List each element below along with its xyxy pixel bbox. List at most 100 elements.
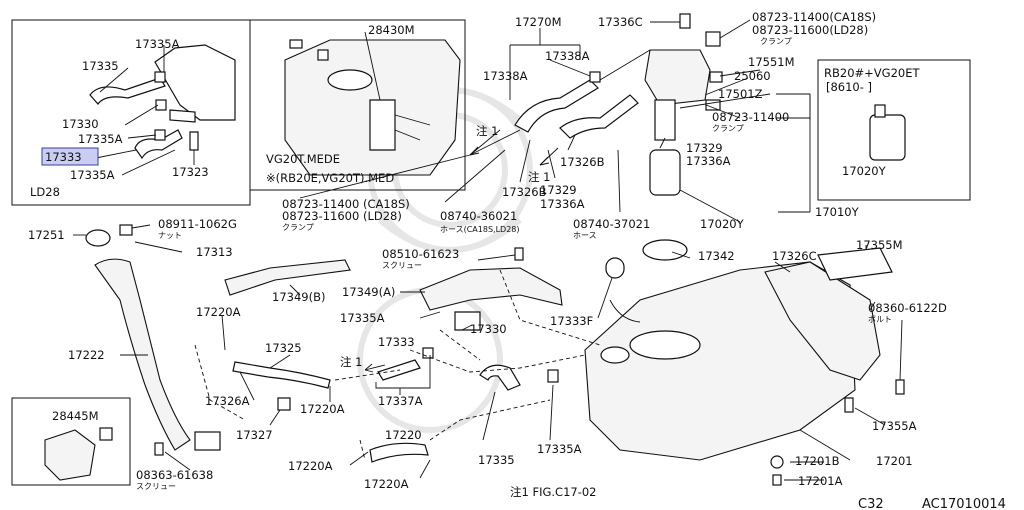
label-vg20t-mede: VG20T.MEDE [266,152,340,166]
label-17333-highlight[interactable]: 17333 [45,150,82,164]
label-25060[interactable]: 25060 [734,69,771,83]
fasteners [154,247,905,486]
label-17355A[interactable]: 17355A [872,419,917,433]
inset-rb20-box [817,59,971,201]
label-17335-2[interactable]: 17335 [478,453,515,467]
label-17337A[interactable]: 17337A [378,394,423,408]
label-08363-61638[interactable]: 08363-61638 [136,468,213,482]
inset-28445M-box [11,397,131,486]
highlighted-part-17333[interactable] [41,147,99,166]
label-bolt-jp: ボルト [868,315,892,324]
label-17336C[interactable]: 17336C [598,15,643,29]
label-17330-1[interactable]: 17330 [62,117,99,131]
label-rb20-range: [8610- ] [826,80,872,94]
label-08360-6122D[interactable]: 08360-6122D [868,301,947,315]
direction-arrows [364,129,559,373]
label-nut-jp: ナット [158,231,182,240]
label-17201[interactable]: 17201 [876,454,913,468]
label-17342[interactable]: 17342 [698,249,735,263]
label-17201A[interactable]: 17201A [798,474,843,488]
label-17326C[interactable]: 17326C [772,249,817,263]
label-17010Y[interactable]: 17010Y [815,205,860,219]
label-17220[interactable]: 17220 [385,428,422,442]
label-17355M[interactable]: 17355M [856,238,903,252]
label-17338A-2[interactable]: 17338A [483,69,528,83]
leader-lines [73,19,903,481]
label-17220A-2[interactable]: 17220A [300,402,345,416]
label-08723-11400-ca18s-b[interactable]: 08723-11400 (CA18S) [282,197,410,211]
ld28-hoses [89,44,236,160]
label-17330-2[interactable]: 17330 [470,322,507,336]
dashed-connections [194,269,601,461]
label-rb20e-note: ※(RB20E,VG20T).MED [266,171,394,185]
label-17020Y-2[interactable]: 17020Y [700,217,745,231]
label-17338A-1[interactable]: 17338A [545,49,590,63]
label-17270M[interactable]: 17270M [515,15,562,29]
label-17333F[interactable]: 17333F [550,314,593,328]
label-17329-1[interactable]: 17329 [686,141,723,155]
label-17329-2[interactable]: 17329 [540,183,577,197]
center-hoses [514,71,639,139]
fuel-pump-assembly [644,13,723,196]
label-17501Z[interactable]: 17501Z [718,87,763,101]
label-17323[interactable]: 17323 [172,165,209,179]
part-labels: 17335A 17335 17330 17335A 17333 17335A 1… [28,10,1006,510]
label-17333-2[interactable]: 17333 [378,335,415,349]
sensor-28445M [44,427,113,481]
label-17020Y-1[interactable]: 17020Y [842,164,887,178]
label-17222[interactable]: 17222 [68,348,105,362]
protector-17349 [224,259,563,331]
label-clamp-jp-3: クランプ [282,223,314,232]
label-17325[interactable]: 17325 [265,341,302,355]
label-17327[interactable]: 17327 [236,428,273,442]
label-17251[interactable]: 17251 [28,228,65,242]
label-hose-ca18s-ld28: ホース(CA18S,LD28) [440,225,520,234]
label-17313[interactable]: 17313 [196,245,233,259]
label-08723-11400[interactable]: 08723-11400 [712,110,789,124]
label-hose-jp: ホース [573,231,597,240]
label-08723-11600-ld28[interactable]: 08723-11600(LD28) [752,23,868,37]
heat-shield-17326C [764,247,893,381]
label-17349B[interactable]: 17349(B) [272,290,325,304]
label-17335A-3[interactable]: 17335A [70,168,115,182]
label-17349A[interactable]: 17349(A) [342,285,395,299]
label-17201B[interactable]: 17201B [795,454,840,468]
label-note1-a: 注 1 [476,124,498,138]
inset-ld28-box [11,19,251,206]
label-08911-1062G[interactable]: 08911-1062G [158,217,237,231]
hose-17325 [232,361,331,411]
label-17220A-4[interactable]: 17220A [364,477,409,491]
label-17551M[interactable]: 17551M [748,55,795,69]
label-08510-61623[interactable]: 08510-61623 [382,247,459,261]
rb20-pump [869,104,906,161]
label-08740-37021[interactable]: 08740-37021 [573,217,650,231]
label-17326A[interactable]: 17326A [205,394,250,408]
label-08723-11400-ca18s[interactable]: 08723-11400(CA18S) [752,10,876,24]
label-17335A-4[interactable]: 17335A [340,311,385,325]
label-17335A-2[interactable]: 17335A [78,132,123,146]
label-17220A-3[interactable]: 17220A [288,459,333,473]
label-17326B-1[interactable]: 17326B [560,155,605,169]
label-08740-36021[interactable]: 08740-36021 [440,209,517,223]
label-screw-jp-2: スクリュー [136,482,176,491]
label-17326B-2[interactable]: 17326B [502,185,547,199]
label-17336A-2[interactable]: 17336A [540,197,585,211]
label-28430M[interactable]: 28430M [368,23,415,37]
label-17335[interactable]: 17335 [82,59,119,73]
label-17220A-1[interactable]: 17220A [196,305,241,319]
label-figure-id: AC17010014 [922,497,1006,510]
label-clamp-jp-2: クランプ [712,124,744,133]
label-28445M[interactable]: 28445M [52,409,99,423]
label-clamp-jp-1: クランプ [760,37,792,46]
label-17335A-5[interactable]: 17335A [537,442,582,456]
label-17335A-1[interactable]: 17335A [135,37,180,51]
vg20t-tank-sketch [284,39,461,176]
label-note1-c: 注 1 [340,355,362,369]
label-ld28: LD28 [30,185,60,199]
label-17336A-1[interactable]: 17336A [686,154,731,168]
breather-hoses [369,347,559,463]
label-08723-11600-ld28-b[interactable]: 08723-11600 (LD28) [282,209,402,223]
inset-vg20t-box [250,19,466,191]
